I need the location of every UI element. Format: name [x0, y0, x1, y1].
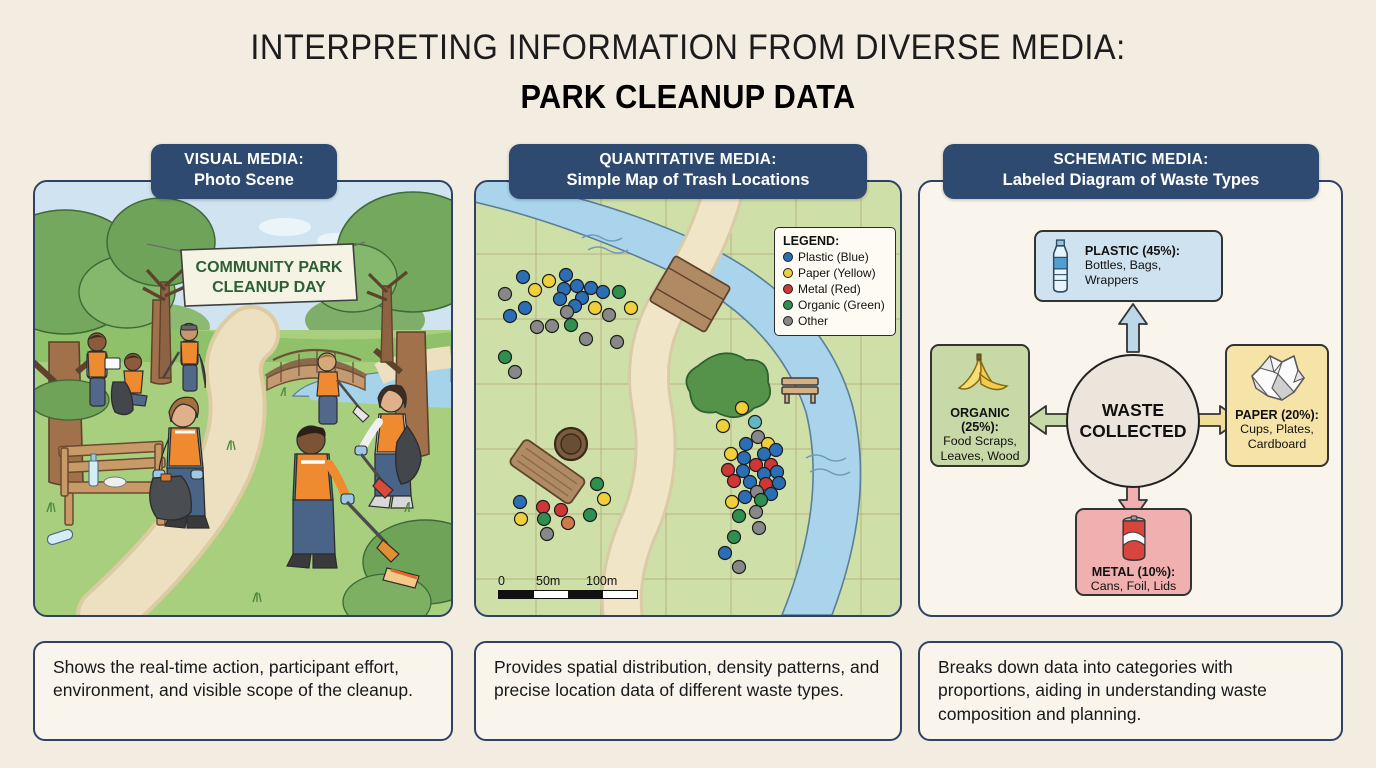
- schema-paper-desc-2: Cardboard: [1247, 436, 1307, 451]
- panel-header-visual-top: VISUAL MEDIA:: [184, 151, 304, 168]
- legend-title: LEGEND:: [783, 234, 840, 248]
- schema-box-organic: ORGANIC (25%): Food Scraps, Leaves, Wood: [930, 344, 1030, 467]
- schema-plastic-title: PLASTIC (45%):: [1084, 244, 1180, 259]
- banana-peel-icon: [957, 353, 1009, 391]
- legend-label-organic: Organic (Green): [798, 298, 885, 312]
- volunteer-grabber-left: [161, 322, 207, 392]
- volunteer-kneeling: [110, 352, 148, 416]
- arrow-up-plastic: [1118, 303, 1148, 353]
- water-ripples: [581, 234, 851, 476]
- park-bench: [58, 440, 170, 526]
- panel-header-schematic-bottom: Labeled Diagram of Waste Types: [1002, 170, 1260, 189]
- panel-header-schematic-top: SCHEMATIC MEDIA:: [1053, 151, 1209, 168]
- schema-organic-desc-2: Leaves, Wood: [940, 448, 1020, 463]
- page-title: INTERPRETING INFORMATION FROM DIVERSE ME…: [250, 28, 1126, 67]
- caption-schematic-media: Breaks down data into categories with pr…: [918, 641, 1343, 741]
- schema-box-paper: PAPER (20%): Cups, Plates, Cardboard: [1225, 344, 1329, 467]
- map-bench: [781, 377, 819, 404]
- panel-quantitative-media: LEGEND: Plastic (Blue) Paper (Yellow) Me…: [474, 180, 902, 617]
- bare-tree: [142, 266, 188, 379]
- schema-hub-waste-collected: WASTE COLLECTED: [1066, 354, 1200, 488]
- plastic-bottle-icon: [1052, 239, 1068, 293]
- panel-schematic-media: PLASTIC (45%): Bottles, Bags, Wrappers O…: [918, 180, 1343, 617]
- map-trash-bin: [553, 426, 589, 462]
- map-scale-bar: 0 50m 100m: [498, 574, 638, 599]
- map-tree: [685, 352, 772, 418]
- map-bridge: [649, 255, 731, 333]
- schema-metal-desc: Cans, Foil, Lids: [1090, 579, 1177, 594]
- legend-label-other: Other: [798, 314, 829, 328]
- legend-label-metal: Metal (Red): [798, 282, 861, 296]
- schema-hub-line-1: WASTE: [1101, 400, 1165, 421]
- volunteer-clipboard: [86, 332, 121, 407]
- page-subtitle: PARK CLEANUP DATA: [520, 78, 856, 115]
- legend-label-paper: Paper (Yellow): [798, 266, 876, 280]
- park-cleanup-illustration: COMMUNITY PARK CLEANUP DAY: [35, 182, 451, 615]
- volunteer-man-grabber: [286, 425, 420, 589]
- bare-tree-right: [366, 270, 408, 363]
- panel-header-quantitative-top: QUANTITATIVE MEDIA:: [599, 151, 777, 168]
- panel-header-visual: VISUAL MEDIA: Photo Scene: [151, 144, 337, 200]
- schema-hub-line-2: COLLECTED: [1079, 421, 1187, 441]
- scale-label-start: 0: [498, 574, 505, 588]
- panel-visual-media: COMMUNITY PARK CLEANUP DAY: [33, 180, 453, 617]
- panel-header-quantitative: QUANTITATIVE MEDIA: Simple Map of Trash …: [509, 144, 867, 200]
- legend-item-metal: Metal (Red): [783, 282, 888, 296]
- banner-line-1: COMMUNITY PARK: [196, 259, 343, 276]
- legend-dot-plastic: [783, 252, 793, 262]
- legend-item-other: Other: [783, 314, 888, 328]
- caption-quantitative-media: Provides spatial distribution, density p…: [474, 641, 902, 741]
- caption-visual-media: Shows the real-time action, participant …: [33, 641, 453, 741]
- soda-can-icon: [1121, 515, 1146, 561]
- banner: COMMUNITY PARK CLEANUP DAY: [146, 241, 366, 307]
- bottle-on-grass: [46, 528, 74, 546]
- schema-box-metal: METAL (10%): Cans, Foil, Lids: [1075, 508, 1192, 596]
- legend-dot-organic: [783, 300, 793, 310]
- schema-box-plastic: PLASTIC (45%): Bottles, Bags, Wrappers: [1034, 230, 1223, 302]
- trash-dots: [497, 267, 787, 575]
- map-log: [509, 439, 586, 505]
- volunteer-right-bag: [354, 384, 422, 509]
- scale-bar-graphic: [498, 590, 638, 599]
- volunteer-by-stream: [316, 352, 370, 425]
- bottle-on-bench: [88, 453, 99, 487]
- schema-organic-desc-1: Food Scraps,: [943, 434, 1017, 448]
- panel-header-schematic: SCHEMATIC MEDIA: Labeled Diagram of Wast…: [943, 144, 1319, 200]
- panel-header-visual-bottom: Photo Scene: [194, 170, 294, 189]
- schema-paper-title: PAPER (20%):: [1235, 408, 1319, 422]
- legend-dot-paper: [783, 268, 793, 278]
- legend-dot-metal: [783, 284, 793, 294]
- schema-organic-title: ORGANIC (25%):: [950, 406, 1010, 434]
- crumpled-paper-icon: [1251, 354, 1305, 401]
- banner-line-2: CLEANUP DAY: [212, 279, 326, 296]
- panel-header-quantitative-bottom: Simple Map of Trash Locations: [566, 170, 810, 189]
- legend-item-paper: Paper (Yellow): [783, 266, 888, 280]
- schema-paper-desc-1: Cups, Plates,: [1240, 422, 1314, 436]
- legend-item-organic: Organic (Green): [783, 298, 888, 312]
- legend-label-plastic: Plastic (Blue): [798, 250, 869, 264]
- volunteer-woman-bag: [149, 396, 210, 529]
- map-legend: LEGEND: Plastic (Blue) Paper (Yellow) Me…: [774, 227, 896, 336]
- schema-plastic-desc: Bottles, Bags, Wrappers: [1084, 258, 1162, 287]
- scale-label-end: 100m: [586, 574, 618, 588]
- schema-metal-title: METAL (10%):: [1091, 565, 1176, 580]
- scale-label-mid: 50m: [536, 574, 561, 588]
- legend-dot-other: [783, 316, 793, 326]
- legend-item-plastic: Plastic (Blue): [783, 250, 888, 264]
